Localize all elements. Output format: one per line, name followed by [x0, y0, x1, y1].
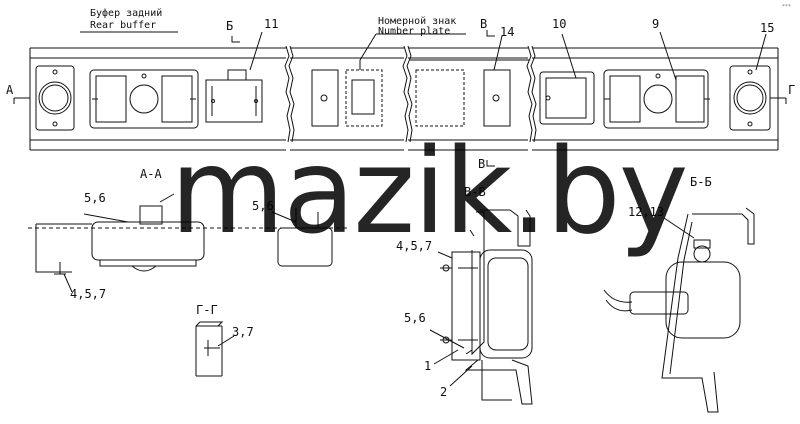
section-title-a-a: А-А	[140, 167, 162, 181]
section-v-v	[429, 209, 533, 405]
callout-v-v-4-5-7: 4,5,7	[396, 239, 433, 253]
section-title-g-g: Г-Г	[196, 303, 218, 317]
number-plate-caption-en: Number plate	[378, 26, 451, 37]
section-mark-a: А	[6, 83, 14, 97]
callout-10: 10	[552, 17, 567, 31]
section-g-g	[195, 321, 235, 377]
section-title-b-b: Б-Б	[690, 175, 712, 189]
callout-a-a-4-5-7: 4,5,7	[70, 287, 107, 301]
section-b-b	[603, 207, 755, 413]
section-mark-b: Б	[226, 19, 234, 33]
rear-buffer-caption-ru: Буфер задний	[90, 8, 163, 19]
callout-v-v-2: 2	[440, 385, 448, 399]
watermark: mazik.by	[170, 122, 689, 260]
callout-15: 15	[760, 21, 775, 35]
callout-a-a-5-6: 5,6	[84, 191, 106, 205]
section-mark-v-top: В	[480, 17, 488, 31]
callout-14: 14	[500, 25, 515, 39]
rear-buffer-view	[13, 30, 787, 167]
callout-11: 11	[264, 17, 279, 31]
callout-9: 9	[652, 17, 660, 31]
rear-buffer-caption-en: Rear buffer	[90, 20, 157, 31]
section-a-a	[28, 193, 350, 293]
callout-v-v-1: 1	[424, 359, 432, 373]
number-plate-caption-ru: Номерной знак	[378, 16, 457, 27]
corner-code: ***	[782, 4, 792, 10]
callout-b-b-12-13: 12,13	[628, 205, 665, 219]
section-title-v-v: В-В	[464, 185, 486, 199]
section-mark-g: Г	[788, 83, 796, 97]
callout-g-g-3-7: 3,7	[232, 325, 254, 339]
callout-v-v-5-6: 5,6	[404, 311, 426, 325]
callout-mid-5-6: 5,6	[252, 199, 274, 213]
section-mark-v-bottom: В	[478, 157, 486, 171]
